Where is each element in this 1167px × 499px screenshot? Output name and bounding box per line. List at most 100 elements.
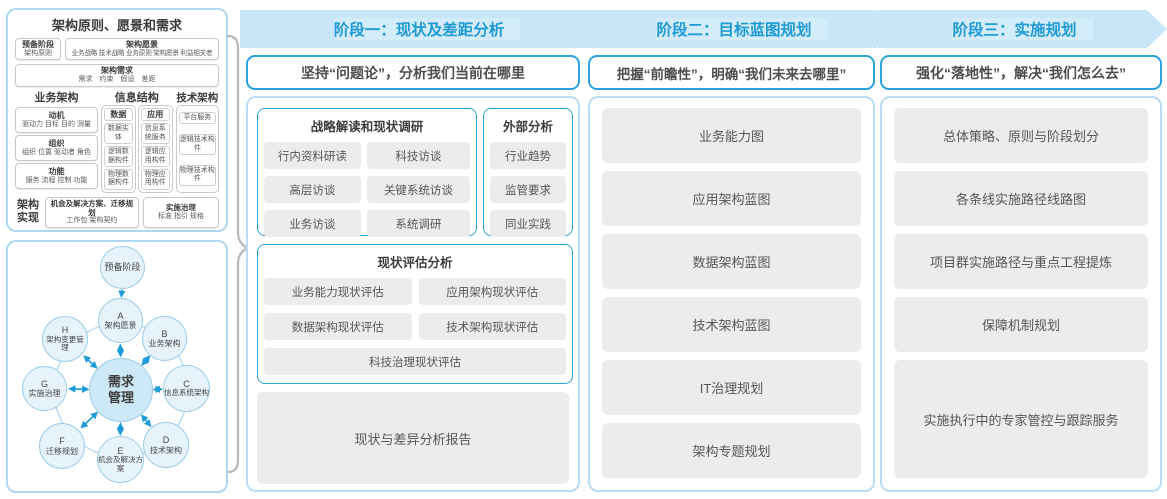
requirements-title: 架构需求 <box>101 66 133 76</box>
external-analysis-title: 外部分析 <box>502 120 553 134</box>
technology-item: 逻辑技术构件 <box>178 134 216 155</box>
motivation-sub: 驱动力 目标 目的 测量 <box>22 120 91 128</box>
panel-title: 架构原则、愿景和需求 <box>51 18 182 33</box>
requirements-sub: 需求 约束 假设 差距 <box>78 76 156 84</box>
technology-architecture-header: 技术架构 <box>176 91 219 104</box>
center-d-arrow <box>140 414 152 428</box>
center-f-arrow <box>80 411 99 429</box>
assessment-item: 应用架构现状评估 <box>418 278 566 305</box>
data-header: 数据 <box>103 107 133 122</box>
adm-node-letter: A <box>117 310 124 321</box>
current-state-assessment-group: 现状评估分析 业务能力现状评估 应用架构现状评估 数据架构现状评估 技术架构现状… <box>257 244 573 384</box>
adm-node-a: A 架构愿景 <box>98 298 143 343</box>
blueprint-item: 架构专题规划 <box>602 423 861 478</box>
data-item: 数据实体 <box>103 123 133 145</box>
external-item: 监管要求 <box>490 176 566 203</box>
function-title: 功能 <box>48 166 65 176</box>
vision-sub: 业务战略 技术战略 业务原则 架构愿景 利益相关者 <box>71 50 213 58</box>
adm-node-g: G 实施治理 <box>22 366 67 411</box>
prep-phase-sub: 架构原则 <box>24 50 52 57</box>
adm-node-letter: B <box>161 328 168 339</box>
architecture-vision-box: 架构愿景 业务战略 技术战略 业务原则 架构愿景 利益相关者 <box>65 38 219 61</box>
adm-node-f: F 迁移规划 <box>39 423 85 469</box>
adm-node-label: 实施治理 <box>28 389 61 399</box>
assessment-item: 科技治理现状评估 <box>264 348 566 375</box>
data-item: 逻辑数据构件 <box>103 146 133 167</box>
adm-node-letter: D <box>162 435 170 446</box>
phase-3-content-panel: 总体策略、原则与阶段划分 各条线实施路径线路图 项目群实施路径与重点工程提炼 保… <box>880 96 1162 492</box>
data-item: 物理数据构件 <box>103 168 133 190</box>
assessment-item: 技术架构现状评估 <box>418 313 566 340</box>
data-subcolumn: 数据 数据实体 逻辑数据构件 物理数据构件 <box>100 104 136 193</box>
architecture-realization-label: 架构实现 <box>17 199 39 225</box>
adm-node-letter: F <box>59 436 65 447</box>
application-item: 逻辑应用构件 <box>140 146 170 167</box>
research-item: 关键系统访谈 <box>366 176 470 203</box>
adm-center-node: 需求管理 <box>89 358 153 422</box>
organization-box: 组织 组织 位置 驱动者 角色 <box>15 134 98 161</box>
phase-1-header: 阶段一：现状及差距分析 <box>240 10 614 48</box>
adm-node-e: E 机会及解决方案 <box>97 436 144 483</box>
adm-node-label: 架构愿景 <box>104 321 137 331</box>
phase-2-header: 阶段二：目标蓝图规划 <box>588 10 896 48</box>
architecture-requirements-box: 架构需求 需求 约束 假设 差距 <box>15 64 219 87</box>
adm-node-d: D 技术架构 <box>143 422 189 468</box>
business-architecture-header: 业务架构 <box>34 91 79 104</box>
research-item: 业务访谈 <box>264 210 361 237</box>
research-item: 科技访谈 <box>366 142 470 169</box>
adm-node-b: B 业务架构 <box>142 316 187 361</box>
prep-to-a-arrow <box>118 289 126 298</box>
organization-title: 组织 <box>48 138 65 148</box>
research-item: 高层访谈 <box>264 176 361 203</box>
research-item: 行内资料研读 <box>264 142 361 169</box>
adm-node-label: 迁移规划 <box>46 446 78 456</box>
opportunities-migration-sub: 工作包 架构契约 <box>66 217 118 225</box>
adm-prep-label: 预备阶段 <box>104 262 141 273</box>
phase-1-slogan-text: 坚持“问题论”，分析我们当前在哪里 <box>301 64 525 81</box>
blueprint-item: 业务能力图 <box>602 108 861 163</box>
blueprint-item: 技术架构蓝图 <box>602 297 861 352</box>
technology-item: 物理技术构件 <box>178 164 216 186</box>
assessment-item: 数据架构现状评估 <box>264 313 412 340</box>
assessment-title: 现状评估分析 <box>377 256 453 270</box>
adm-node-c: C 信息系统架构 <box>163 365 210 412</box>
application-subcolumn: 应用 信息系统服务 逻辑应用构件 物理应用构件 <box>137 104 173 193</box>
external-item: 同业实践 <box>490 210 566 237</box>
adm-cycle-panel: 预备阶段 A 架构愿景 B 业务架构 C 信息系统架构 D 技术架构 E 机会及… <box>6 240 228 493</box>
phase-3-slogan-text: 强化“落地性”，解决“我们怎么去” <box>916 64 1126 81</box>
phase-2-slogan: 把握“前瞻性”，明确“我们未来去哪里” <box>588 55 875 90</box>
strategy-research-title: 战略解读和现状调研 <box>310 120 424 134</box>
architecture-content-panel: 架构原则、愿景和需求 预备阶段 架构原则 架构愿景 业务战略 技术战略 业务原则… <box>6 8 228 232</box>
adm-prep-node: 预备阶段 <box>100 246 145 289</box>
adm-node-letter: C <box>183 379 190 390</box>
function-sub: 服务 流程 控制 功能 <box>25 176 88 184</box>
external-item: 行业趋势 <box>490 142 566 169</box>
technology-item: 平台服务 <box>178 111 216 125</box>
gap-analysis-report-box: 现状与差异分析报告 <box>257 392 569 484</box>
gap-analysis-report-text: 现状与差异分析报告 <box>354 431 472 447</box>
implementation-item: 各条线实施路径线路图 <box>894 171 1148 226</box>
information-structure-column: 信息结构 数据 数据实体 逻辑数据构件 物理数据构件 应用 信息系统服务 逻辑应… <box>100 91 173 193</box>
vision-title: 架构愿景 <box>126 40 158 50</box>
center-b-arrow <box>141 355 151 366</box>
application-item: 物理应用构件 <box>140 168 170 190</box>
blueprint-item: IT治理规划 <box>602 360 861 415</box>
adm-node-label: 技术架构 <box>150 445 182 455</box>
phase-1-header-label: 阶段一：现状及差距分析 <box>334 18 521 40</box>
adm-node-label: 信息系统架构 <box>164 388 209 398</box>
adm-node-letter: H <box>61 325 69 336</box>
technology-architecture-column: 技术架构 平台服务 逻辑技术构件 物理技术构件 <box>175 91 219 193</box>
adm-node-h: H 架构变更管理 <box>42 316 88 362</box>
phase-1-slogan: 坚持“问题论”，分析我们当前在哪里 <box>246 55 580 90</box>
phase-1-content-panel: 战略解读和现状调研 行内资料研读 科技访谈 高层访谈 关键系统访谈 业务访谈 系… <box>246 96 580 492</box>
assessment-item: 业务能力现状评估 <box>264 278 412 305</box>
phase-2-slogan-text: 把握“前瞻性”，明确“我们未来去哪里” <box>616 66 847 82</box>
strategy-research-group: 战略解读和现状调研 行内资料研读 科技访谈 高层访谈 关键系统访谈 业务访谈 系… <box>257 108 477 237</box>
implementation-item: 项目群实施路径与重点工程提炼 <box>894 234 1148 289</box>
adm-node-letter: E <box>117 445 124 456</box>
center-g-arrow <box>68 385 90 393</box>
opportunities-migration-box: 机会及解决方案、迁移规划 工作包 架构契约 <box>45 196 139 228</box>
implementation-governance-box: 实施治理 标准 指引 规格 <box>142 196 219 228</box>
adm-center-label: 需求管理 <box>107 373 134 405</box>
phase-2-header-label: 阶段二：目标蓝图规划 <box>656 18 827 40</box>
